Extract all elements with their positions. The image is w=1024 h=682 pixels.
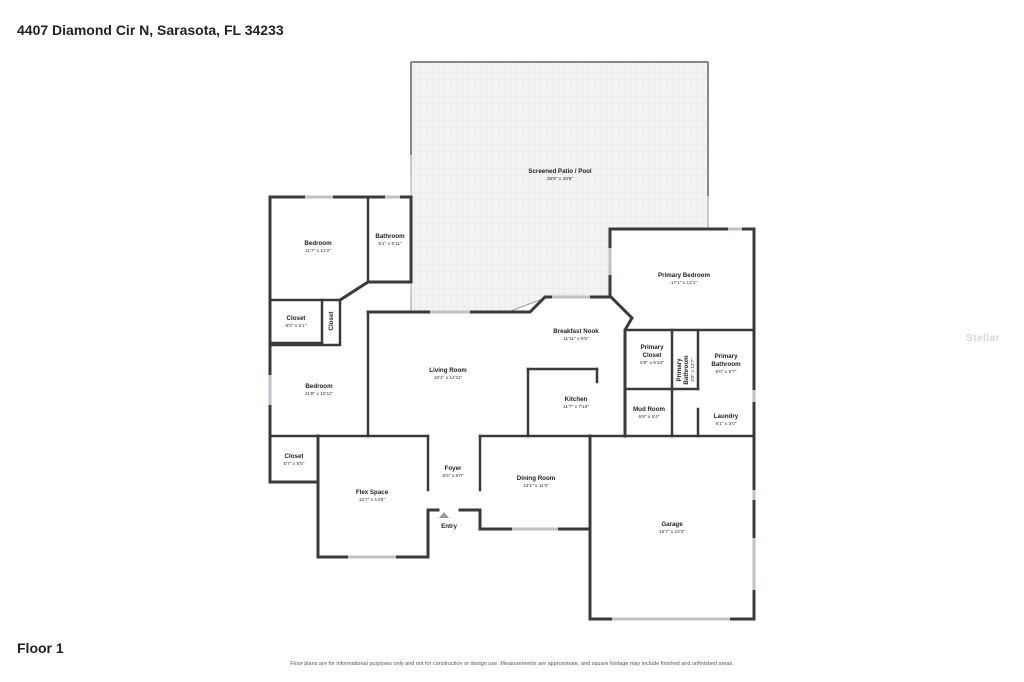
room-name-primary-closet-2: Closet [643,352,662,359]
room-name-primary-bathroom-1: Primary [714,353,738,360]
room-dims-bathroom: 5'1" x 9'11" [378,241,402,247]
room-dims-dining: 13'1" x 11'0" [523,483,549,489]
room-name-primary-bathroom-2: Bathroom [711,361,741,368]
room-name-primary-bath-small-1: Primary [676,358,683,382]
room-name-garage: Garage [661,521,683,528]
room-dims-closet1: 6'0" x 5'1" [286,323,307,329]
room-name-flex: Flex Space [356,489,389,496]
room-name-living: Living Room [429,367,467,374]
room-name-bedroom2: Bedroom [305,383,333,390]
disclaimer-text: Floor plans are for informational purpos… [290,661,734,667]
room-dims-living: 19'1" x 14'11" [434,375,463,381]
floor-label: Floor 1 [17,640,64,656]
room-name-entry: Entry [441,523,457,530]
exterior-walls [268,195,756,621]
room-dims-nook: 11'11" x 8'5" [563,336,589,342]
watermark-logo: Stellar [966,333,1001,344]
entry-arrow-icon [439,512,449,518]
page-title: 4407 Diamond Cir N, Sarasota, FL 34233 [17,22,284,38]
room-name-dining: Dining Room [517,475,556,482]
windows [268,195,756,621]
room-dims-kitchen: 11'7" x 7'10" [563,404,589,410]
room-dims-patio: 35'8" x 28'6" [547,176,574,182]
room-dims-primary-bedroom: 17'1" x 12'1" [671,280,698,286]
room-name-closet1: Closet [287,315,306,322]
room-name-bedroom1: Bedroom [304,240,332,247]
room-dims-primary-bath-small: 3'0" x 12'7" [690,358,696,382]
room-name-primary-bedroom: Primary Bedroom [658,272,710,279]
room-dims-mud-room: 5'8" x 5'4" [639,414,660,420]
room-dims-flex: 12'7" x 14'5" [359,497,386,503]
room-dims-closet3: 5'7" x 5'5" [284,461,305,467]
room-name-nook: Breakfast Nook [553,328,599,335]
room-name-patio: Screened Patio / Pool [528,168,592,175]
room-name-closet2: Closet [328,312,335,331]
room-dims-foyer: 6'5" x 8'0" [443,473,464,479]
room-dims-bedroom1: 11'7" x 12'2" [305,248,331,254]
room-dims-primary-bathroom: 6'0" x 9'7" [716,369,737,375]
room-labels: Screened Patio / Pool 35'8" x 28'6" Bedr… [284,168,742,535]
room-name-bathroom: Bathroom [375,233,405,240]
room-dims-bedroom2: 11'8" x 10'11" [305,391,334,397]
room-name-primary-bath-small-2: Bathroom [683,355,690,385]
room-name-primary-closet-1: Primary [640,344,664,351]
room-name-laundry: Laundry [714,413,739,420]
room-dims-laundry: 6'1" x 3'0" [716,421,737,427]
room-dims-primary-closet: 5'8" x 6'10" [640,360,664,366]
room-name-closet3: Closet [285,453,304,460]
room-name-kitchen: Kitchen [565,396,588,403]
interior-walls [268,195,756,492]
room-dims-garage: 19'7" x 22'2" [659,529,686,535]
room-name-mud-room: Mud Room [633,406,665,413]
room-name-foyer: Foyer [445,465,462,472]
